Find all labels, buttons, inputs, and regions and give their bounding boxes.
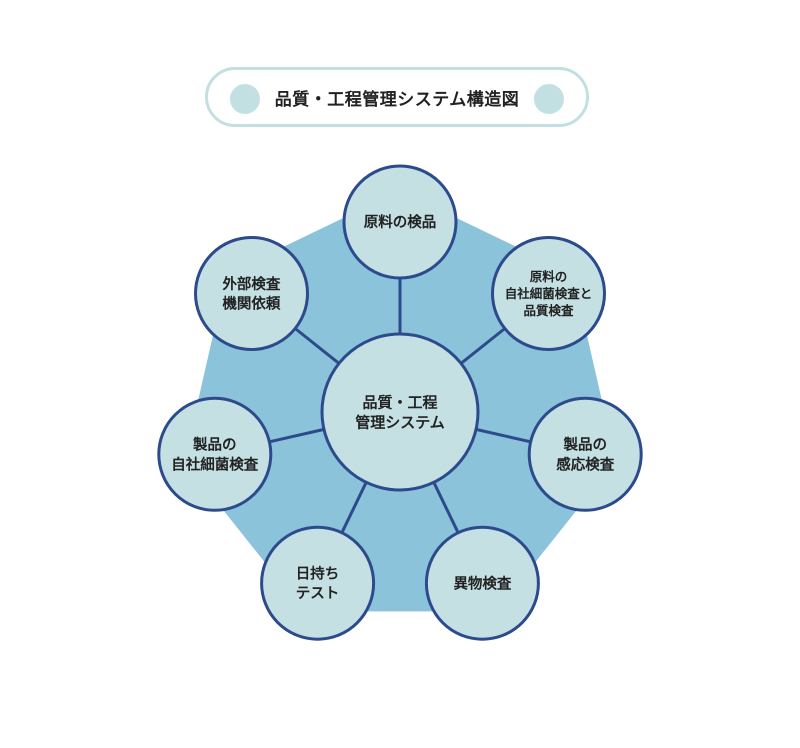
center-node-circle [320, 332, 480, 492]
connector-product-sensory-inspection [475, 427, 531, 444]
node-label-product-sensory-inspection-line-1: 製品の [562, 436, 607, 454]
node-circle-raw-material-bacteria-quality [491, 236, 606, 351]
connector-external-inspection-request [294, 327, 340, 365]
title-dot-left-icon [230, 84, 260, 114]
node-label-raw-material-bacteria-quality-line-1: 原料の [530, 269, 568, 284]
title-pill: 品質・工程管理システム構造図 [205, 67, 589, 127]
center-node-label-line-1: 品質・工程 [362, 393, 437, 411]
title-dot-right-icon [534, 84, 564, 114]
node-foreign-matter-inspection: 異物検査 [424, 525, 540, 641]
node-label-shelf-life-test-line-1: 日持ち [296, 565, 340, 583]
node-circle-product-sensory-inspection [527, 396, 643, 512]
node-circle-foreign-matter-inspection [424, 525, 540, 641]
node-circle-product-bacteria-inspection [157, 396, 273, 512]
node-label-external-inspection-request-line-2: 機関依頼 [222, 295, 280, 313]
node-label-foreign-matter-inspection-line-1: 異物検査 [453, 574, 511, 592]
connector-product-bacteria-inspection [269, 427, 325, 444]
connector-foreign-matter-inspection [432, 481, 460, 534]
node-label-raw-material-bacteria-quality-line-2: 自社細菌検査と [505, 286, 593, 301]
center-node-label-line-2: 管理システム [355, 414, 445, 432]
node-label-raw-material-bacteria-quality-line-3: 品質検査 [524, 303, 575, 318]
node-label-shelf-life-test-line-2: テスト [296, 586, 340, 602]
connector-shelf-life-test [340, 481, 368, 534]
node-circle-shelf-life-test [260, 525, 376, 641]
node-raw-material-inspection: 原料の検品 [342, 164, 458, 280]
node-label-raw-material-inspection-line-1: 原料の検品 [364, 213, 437, 231]
node-circle-external-inspection-request [194, 236, 309, 351]
center-node: 品質・工程管理システム [320, 332, 480, 492]
node-label-product-bacteria-inspection-line-2: 自社細菌検査 [171, 455, 258, 473]
node-label-external-inspection-request-line-1: 外部検査 [222, 275, 280, 293]
node-label-product-sensory-inspection-line-2: 感応検査 [556, 455, 614, 473]
connector-raw-material-bacteria-quality [460, 327, 506, 365]
node-label-product-bacteria-inspection-line-1: 製品の [192, 436, 237, 454]
node-circle-raw-material-inspection [342, 164, 458, 280]
diagram-title: 品質・工程管理システム構造図 [274, 89, 520, 110]
